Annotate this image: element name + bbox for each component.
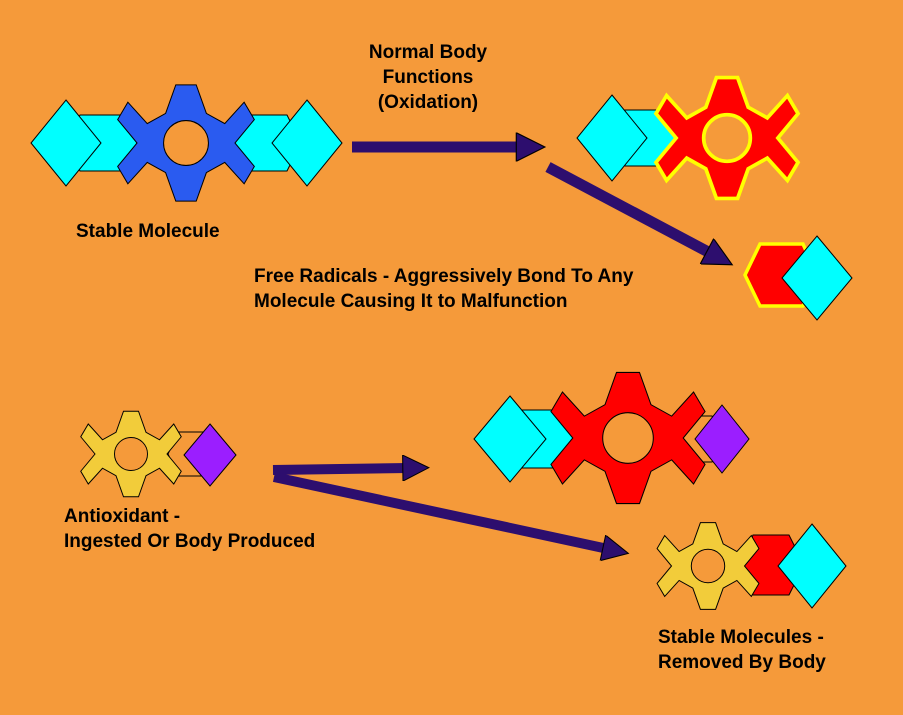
free-radicals-label: Free Radicals - Aggressively Bond To Any…	[254, 264, 633, 314]
mid-cyan-diamond	[473, 395, 547, 483]
red-gear-icon	[654, 75, 800, 201]
blue-gear-icon	[117, 84, 255, 202]
normal-body-functions-line-1: Normal Body	[368, 42, 488, 63]
arrow-to-neutralized	[272, 468, 408, 470]
antioxidant-line-2: Ingested Or Body Produced	[64, 531, 316, 552]
mid-purple-diamond	[694, 404, 750, 474]
antioxidant-label: Antioxidant - Ingested Or Body Produced	[64, 504, 315, 554]
normal-body-functions-line-2: Functions	[382, 67, 474, 88]
stable-molecule-graphic	[30, 84, 343, 202]
arrow-free-radical	[545, 162, 712, 254]
bottom-cyan-diamond	[777, 523, 847, 609]
oxidized-cyan-diamond	[576, 94, 648, 182]
stable-molecules-removed-label: Stable Molecules - Removed By Body	[658, 625, 826, 675]
stable-molecules-line-2: Removed By Body	[658, 652, 826, 673]
free-radicals-line-1: Free Radicals - Aggressively Bond To Any	[254, 266, 634, 287]
stable-molecules-line-1: Stable Molecules -	[658, 627, 824, 648]
antioxidant-graphic	[80, 410, 237, 498]
antioxidant-purple-diamond	[183, 423, 237, 487]
free-radicals-line-2: Molecule Causing It to Malfunction	[254, 291, 568, 312]
oxidized-molecule-graphic	[576, 75, 800, 201]
neutralized-molecule-graphic	[473, 371, 750, 505]
normal-body-functions-line-3: (Oxidation)	[377, 92, 479, 113]
stable-molecules-graphic	[656, 522, 847, 610]
free-radical-cyan-diamond	[781, 235, 853, 321]
arrows	[272, 147, 712, 549]
free-radical-graphic	[743, 235, 853, 321]
antioxidant-line-1: Antioxidant -	[64, 506, 181, 527]
yellow-gear-icon	[80, 410, 182, 498]
bottom-yellow-gear-icon	[656, 522, 760, 610]
normal-body-functions-label: Normal Body Functions (Oxidation)	[338, 40, 518, 115]
right-cyan-diamond	[271, 99, 343, 187]
mid-red-gear-icon	[550, 371, 706, 505]
left-cyan-diamond	[30, 99, 102, 187]
stable-molecule-label: Stable Molecule	[76, 221, 220, 242]
arrow-to-stable-molecules	[272, 472, 608, 549]
